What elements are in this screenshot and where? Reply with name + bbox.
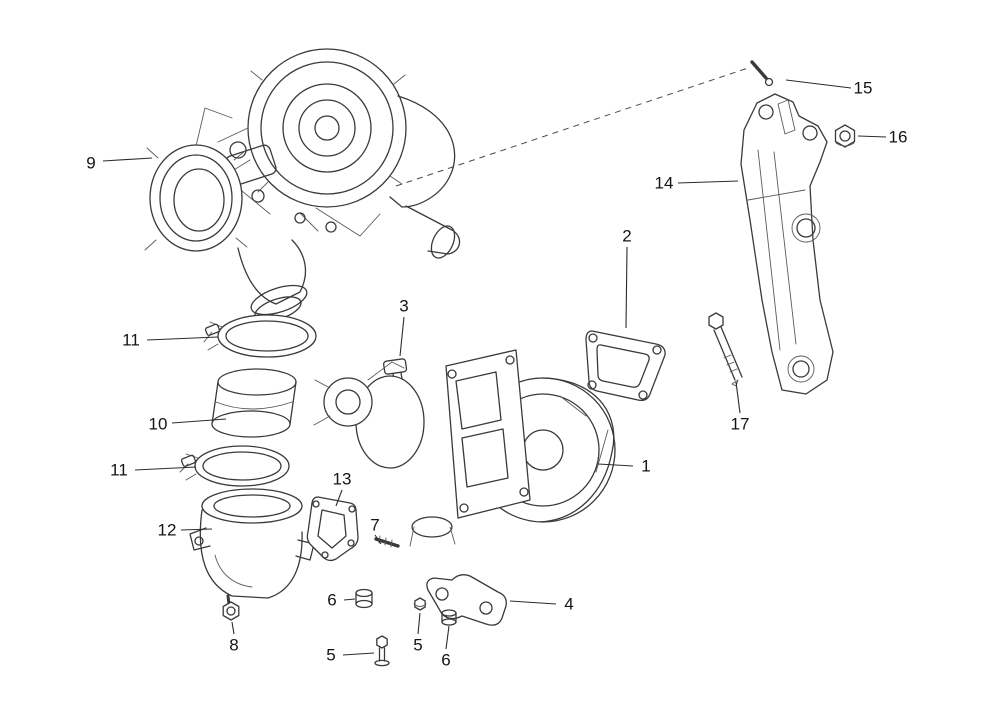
leader-line [857, 135, 887, 138]
turbocharger-main [313, 349, 616, 547]
callout-label: 11 [122, 331, 140, 350]
callout-10: 10 [149, 415, 227, 434]
callout-label: 11 [110, 461, 128, 480]
callout-15: 15 [785, 79, 873, 98]
callout-label: 5 [413, 636, 422, 655]
leader-line [342, 652, 375, 656]
leader-line [677, 180, 739, 184]
callout-6-left: 6 [327, 591, 356, 610]
callout-11-upper: 11 [122, 331, 219, 350]
callout-label: 10 [149, 415, 168, 434]
inlet-gasket [585, 330, 666, 402]
callout-label: 16 [889, 128, 908, 147]
bracket-spacer [441, 609, 457, 626]
stud [374, 535, 400, 548]
callout-11-lower: 11 [110, 461, 197, 480]
spacer-left [355, 588, 373, 609]
callout-label: 12 [158, 521, 177, 540]
leader-line [509, 600, 557, 605]
connecting-hose [211, 368, 297, 438]
leader-line [399, 316, 405, 357]
callout-label: 4 [564, 595, 573, 614]
callout-4: 4 [509, 595, 574, 614]
callout-label: 14 [655, 174, 674, 193]
callout-label: 1 [641, 457, 650, 476]
bracket-bolt [413, 597, 427, 611]
callout-17: 17 [731, 381, 750, 434]
callout-label: 8 [229, 636, 238, 655]
callout-label: 9 [86, 154, 95, 173]
elbow-gasket [306, 496, 359, 562]
callout-label: 5 [326, 646, 335, 665]
callout-8: 8 [229, 621, 239, 655]
v-band-clamp-lower [179, 445, 290, 487]
leader-line [102, 157, 153, 162]
callout-2: 2 [622, 227, 632, 329]
leader-line [231, 621, 235, 635]
callout-3: 3 [399, 297, 409, 357]
leader-line [171, 418, 227, 424]
turbocharger-assembly [144, 48, 461, 322]
callout-14: 14 [655, 174, 739, 193]
callout-12: 12 [158, 521, 213, 540]
leader-line [180, 528, 213, 531]
flange-nut [222, 601, 240, 621]
leader-line [134, 466, 197, 471]
callout-label: 13 [333, 470, 352, 489]
callout-16: 16 [857, 128, 908, 147]
intake-elbow [189, 488, 315, 614]
callout-label: 15 [854, 79, 873, 98]
leader-line [445, 625, 450, 650]
leader-line [735, 381, 741, 414]
leader-line [625, 246, 628, 329]
alignment-dashed-line [395, 67, 749, 187]
callout-label: 6 [441, 651, 450, 670]
bolt-left [374, 635, 390, 667]
hex-nut [834, 124, 856, 148]
leader-line [146, 336, 219, 341]
callout-label: 17 [731, 415, 750, 434]
callout-6-bracket: 6 [441, 625, 451, 670]
callout-5-bracket: 5 [413, 612, 423, 655]
leader-line [374, 534, 382, 545]
callout-5-left: 5 [326, 646, 375, 665]
long-bolt [708, 312, 743, 387]
callout-1: 1 [597, 457, 651, 476]
leader-line [343, 598, 356, 601]
callout-13: 13 [333, 470, 352, 507]
leader-line [785, 79, 852, 89]
support-bracket [426, 574, 507, 626]
callout-label: 3 [399, 297, 408, 316]
callout-label: 2 [622, 227, 631, 246]
callout-7: 7 [370, 516, 382, 545]
callout-label: 7 [370, 516, 379, 535]
leader-line [597, 463, 634, 467]
leader-line [335, 489, 343, 507]
leader-line [417, 612, 421, 635]
stud-pin [750, 60, 774, 87]
v-band-clamp-upper [203, 314, 317, 358]
callout-label: 6 [327, 591, 336, 610]
mounting-bracket [740, 93, 834, 395]
callout-9: 9 [86, 154, 153, 173]
